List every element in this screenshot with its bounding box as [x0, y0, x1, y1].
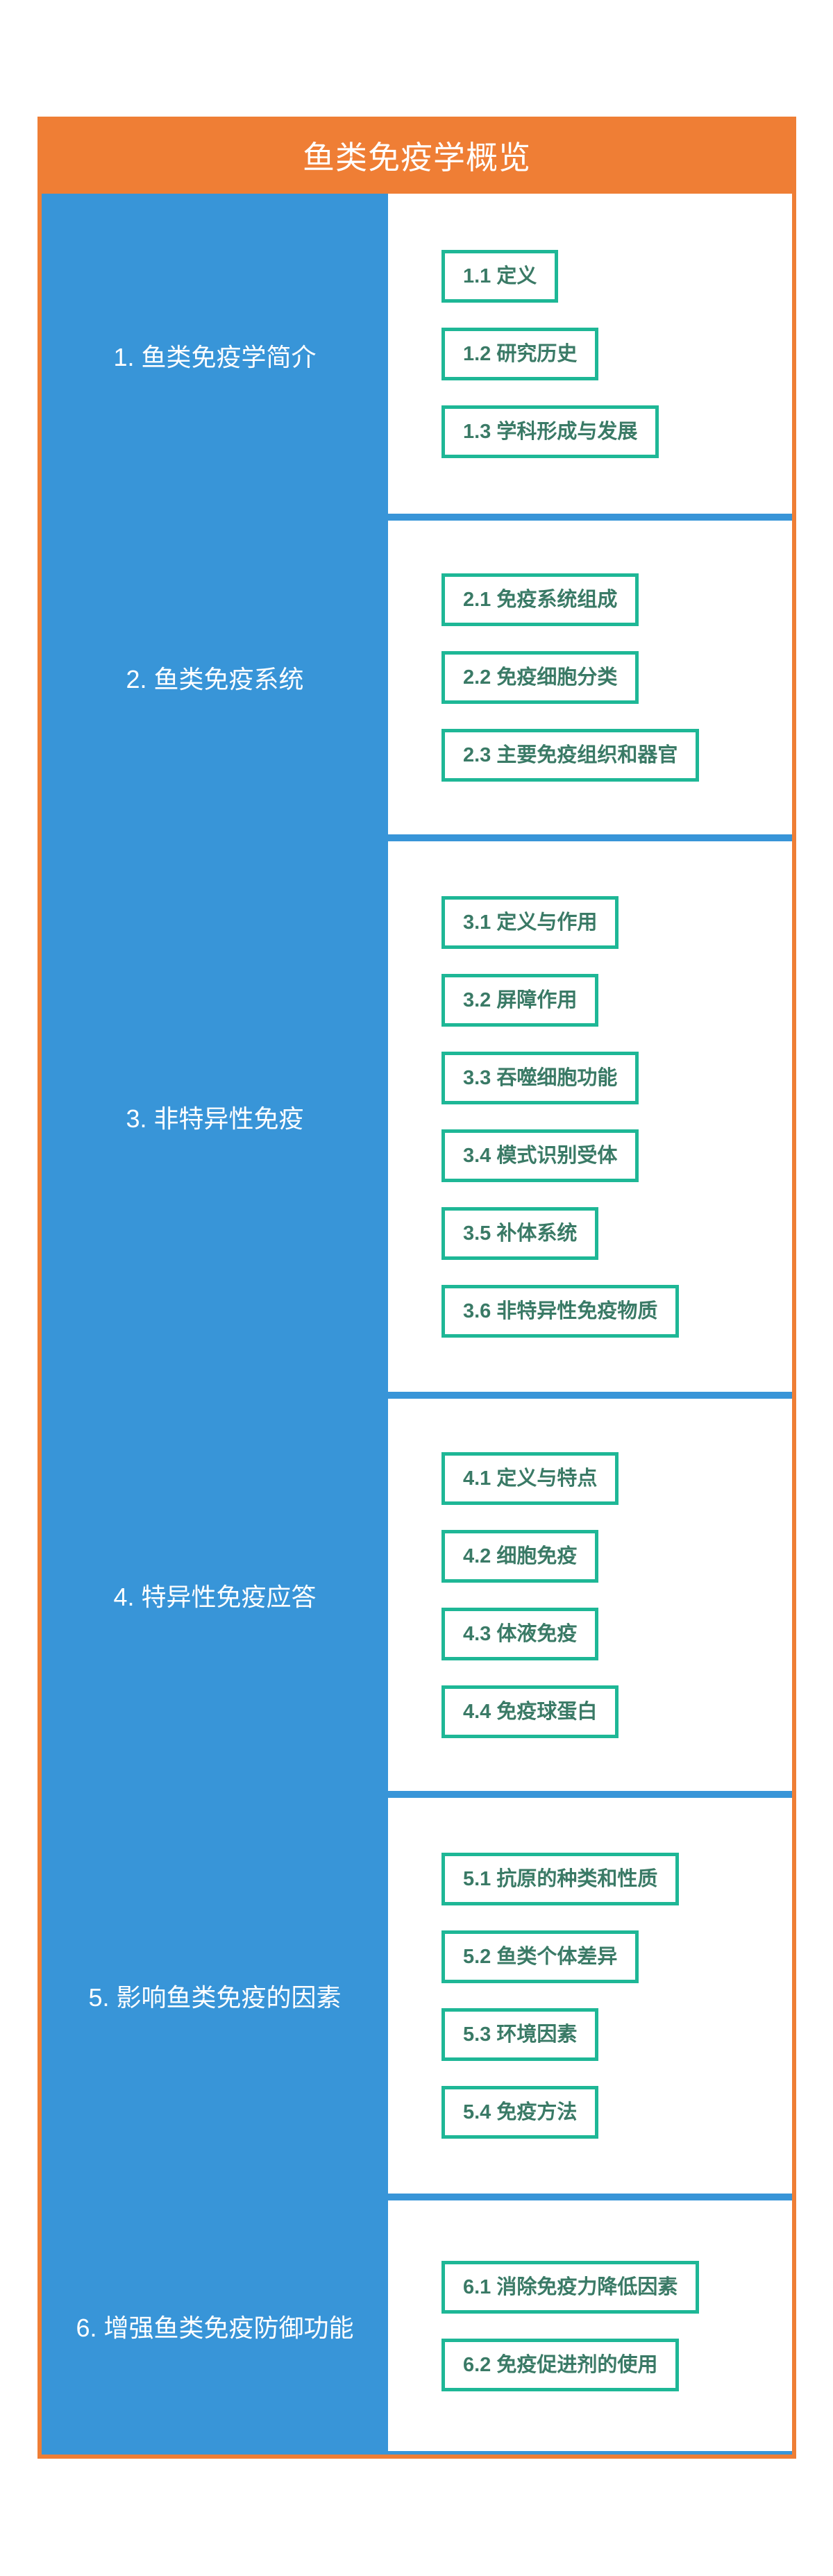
- section-5-items: 5.1 抗原的种类和性质 5.2 鱼类个体差异 5.3 环境因素 5.4 免疫方…: [388, 1798, 792, 2194]
- sub-item-2-2: 2.2 免疫细胞分类: [441, 651, 639, 704]
- section-3: 3. 非特异性免疫 3.1 定义与作用 3.2 屏障作用 3.3 吞噬细胞功能 …: [42, 838, 792, 1395]
- sub-item-3-1: 3.1 定义与作用: [441, 895, 619, 949]
- section-6-items: 6.1 消除免疫力降低因素 6.2 免疫促进剂的使用: [388, 2200, 792, 2451]
- sub-item-3-4: 3.4 模式识别受体: [441, 1129, 639, 1182]
- section-1-items: 1.1 定义 1.2 研究历史 1.3 学科形成与发展: [388, 194, 792, 514]
- section-2-label: 2. 鱼类免疫系统: [42, 517, 388, 838]
- section-5: 5. 影响鱼类免疫的因素 5.1 抗原的种类和性质 5.2 鱼类个体差异 5.3…: [42, 1794, 792, 2197]
- diagram-body: 1. 鱼类免疫学简介 1.1 定义 1.2 研究历史 1.3 学科形成与发展 2…: [42, 194, 792, 2455]
- sub-item-4-3: 4.3 体液免疫: [441, 1607, 599, 1660]
- section-3-items: 3.1 定义与作用 3.2 屏障作用 3.3 吞噬细胞功能 3.4 模式识别受体…: [388, 841, 792, 1392]
- sub-item-2-1: 2.1 免疫系统组成: [441, 573, 639, 626]
- sub-item-6-2: 6.2 免疫促进剂的使用: [441, 2338, 680, 2391]
- sub-item-4-4: 4.4 免疫球蛋白: [441, 1685, 619, 1738]
- sub-item-1-2: 1.2 研究历史: [441, 327, 599, 380]
- section-4-label: 4. 特异性免疫应答: [42, 1395, 388, 1794]
- sub-item-6-1: 6.1 消除免疫力降低因素: [441, 2260, 700, 2314]
- sub-item-5-3: 5.3 环境因素: [441, 2008, 599, 2061]
- section-5-label: 5. 影响鱼类免疫的因素: [42, 1794, 388, 2197]
- sub-item-2-3: 2.3 主要免疫组织和器官: [441, 729, 700, 782]
- section-4: 4. 特异性免疫应答 4.1 定义与特点 4.2 细胞免疫 4.3 体液免疫 4…: [42, 1395, 792, 1794]
- sub-item-3-6: 3.6 非特异性免疫物质: [441, 1284, 680, 1338]
- diagram-frame: 鱼类免疫学概览 1. 鱼类免疫学简介 1.1 定义 1.2 研究历史 1.3 学…: [37, 117, 796, 2459]
- section-1: 1. 鱼类免疫学简介 1.1 定义 1.2 研究历史 1.3 学科形成与发展: [42, 194, 792, 517]
- sub-item-5-4: 5.4 免疫方法: [441, 2086, 599, 2139]
- section-1-label: 1. 鱼类免疫学简介: [42, 194, 388, 517]
- sub-item-1-1: 1.1 定义: [441, 249, 559, 303]
- section-6: 6. 增强鱼类免疫防御功能 6.1 消除免疫力降低因素 6.2 免疫促进剂的使用: [42, 2197, 792, 2455]
- sub-item-1-3: 1.3 学科形成与发展: [441, 405, 659, 458]
- sub-item-3-2: 3.2 屏障作用: [441, 973, 599, 1027]
- diagram-title: 鱼类免疫学概览: [37, 117, 796, 194]
- section-4-items: 4.1 定义与特点 4.2 细胞免疫 4.3 体液免疫 4.4 免疫球蛋白: [388, 1399, 792, 1791]
- section-2: 2. 鱼类免疫系统 2.1 免疫系统组成 2.2 免疫细胞分类 2.3 主要免疫…: [42, 517, 792, 838]
- sub-item-4-1: 4.1 定义与特点: [441, 1451, 619, 1505]
- section-6-label: 6. 增强鱼类免疫防御功能: [42, 2197, 388, 2455]
- sub-item-4-2: 4.2 细胞免疫: [441, 1529, 599, 1583]
- section-3-label: 3. 非特异性免疫: [42, 838, 388, 1395]
- section-2-items: 2.1 免疫系统组成 2.2 免疫细胞分类 2.3 主要免疫组织和器官: [388, 521, 792, 834]
- sub-item-3-5: 3.5 补体系统: [441, 1206, 599, 1260]
- sub-item-5-2: 5.2 鱼类个体差异: [441, 1930, 639, 1983]
- sub-item-5-1: 5.1 抗原的种类和性质: [441, 1853, 680, 1905]
- sub-item-3-3: 3.3 吞噬细胞功能: [441, 1051, 639, 1104]
